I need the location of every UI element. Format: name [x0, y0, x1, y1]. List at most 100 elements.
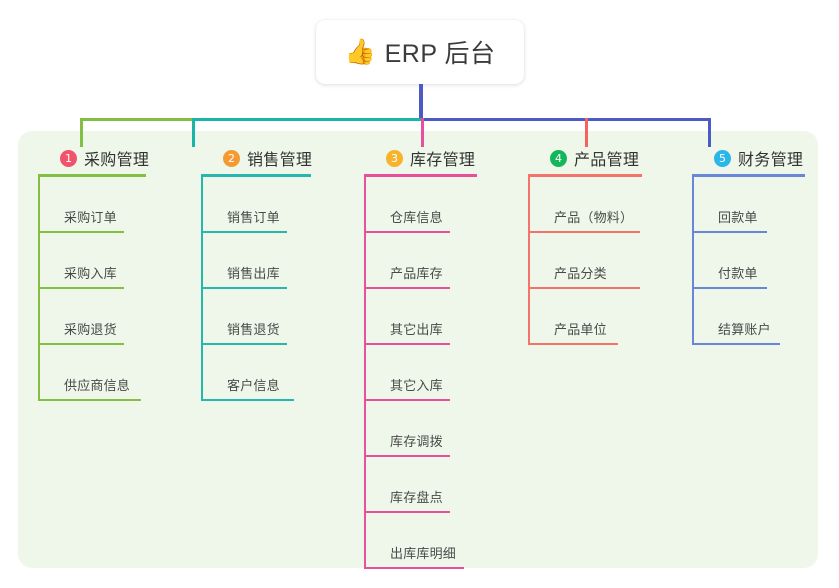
branch-column-product: 4 产品管理产品（物料） 产品分类产品单位 — [528, 146, 642, 345]
leaf-label: 客户信息 — [227, 378, 280, 393]
leaf-underline — [692, 231, 767, 233]
leaf-underline — [364, 343, 450, 345]
drop-product — [585, 118, 588, 147]
leaf-label: 仓库信息 — [390, 210, 443, 225]
leaf-item[interactable]: 结算账户 — [692, 289, 810, 345]
branch-label: 库存管理 — [410, 152, 476, 169]
leaf-item[interactable]: 回款单 — [692, 177, 797, 233]
leaf-underline — [201, 231, 287, 233]
leaf-item[interactable]: 其它入库 — [364, 345, 480, 401]
branch-underline — [692, 174, 805, 177]
leaf-item[interactable]: 产品（物料） — [528, 177, 670, 233]
leaf-item[interactable]: 库存调拨 — [364, 401, 480, 457]
branch-header-sales[interactable]: 2 销售管理 — [201, 146, 312, 170]
root-stem — [419, 84, 423, 121]
leaf-underline — [364, 231, 450, 233]
branch-spine — [528, 177, 530, 345]
leaf-label: 产品（物料） — [554, 210, 634, 225]
leaf-label: 其它入库 — [390, 378, 443, 393]
leaf-item[interactable]: 库存盘点 — [364, 457, 480, 513]
thumbs-up-icon: 👍 — [344, 37, 376, 66]
leaf-item[interactable]: 采购退货 — [38, 289, 154, 345]
leaf-label: 采购入库 — [64, 266, 117, 281]
leaf-item[interactable]: 付款单 — [692, 233, 797, 289]
bus-blue — [421, 118, 710, 121]
leaf-underline — [201, 287, 287, 289]
drop-purchase — [80, 118, 83, 147]
bus-teal — [192, 118, 421, 121]
branch-header-inventory[interactable]: 3 库存管理 — [364, 146, 475, 170]
leaf-label: 产品库存 — [390, 266, 443, 281]
leaf-item[interactable]: 产品单位 — [528, 289, 648, 345]
branch-column-inventory: 3 库存管理仓库信息产品库存其它出库其它入库库存调拨库存盘点出库库明细 — [364, 146, 477, 569]
bus-green — [80, 118, 192, 121]
leaf-underline — [38, 287, 124, 289]
leaf-label: 回款单 — [718, 210, 758, 225]
branch-underline — [201, 174, 311, 177]
leaf-label: 产品分类 — [554, 266, 607, 281]
leaf-label: 产品单位 — [554, 322, 607, 337]
root-title: ERP 后台 — [384, 40, 496, 68]
leaf-label: 库存调拨 — [390, 434, 443, 449]
leaf-underline — [38, 231, 124, 233]
leaf-item[interactable]: 采购入库 — [38, 233, 154, 289]
root-node[interactable]: 👍 ERP 后台 — [316, 20, 524, 84]
branch-spine — [364, 177, 366, 569]
leaf-label: 出库库明细 — [390, 546, 457, 561]
branch-header-finance[interactable]: 5 财务管理 — [692, 146, 803, 170]
leaf-underline — [528, 231, 640, 233]
leaf-item[interactable]: 其它出库 — [364, 289, 480, 345]
leaf-label: 供应商信息 — [64, 378, 131, 393]
leaf-underline — [364, 455, 450, 457]
leaf-item[interactable]: 销售退货 — [201, 289, 317, 345]
leaf-underline — [201, 399, 294, 401]
branch-underline — [38, 174, 146, 177]
leaf-label: 销售出库 — [227, 266, 280, 281]
leaf-item[interactable]: 出库库明细 — [364, 513, 494, 569]
leaf-underline — [38, 399, 141, 401]
diagram-panel — [18, 131, 818, 568]
leaf-item[interactable]: 产品分类 — [528, 233, 670, 289]
leaf-underline — [364, 399, 450, 401]
branch-spine — [38, 177, 40, 401]
leaf-item[interactable]: 供应商信息 — [38, 345, 171, 401]
leaf-underline — [38, 343, 124, 345]
branch-number-badge: 1 — [60, 149, 77, 167]
branch-header-purchase[interactable]: 1 采购管理 — [38, 146, 149, 170]
drop-inventory — [421, 118, 424, 147]
branch-number-badge: 2 — [223, 149, 240, 167]
branch-number-badge: 3 — [386, 149, 403, 167]
branch-column-sales: 2 销售管理销售订单销售出库销售退货客户信息 — [201, 146, 312, 401]
leaf-item[interactable]: 销售订单 — [201, 177, 317, 233]
leaf-underline — [528, 343, 618, 345]
branch-number-badge: 4 — [550, 149, 567, 167]
leaf-underline — [364, 567, 464, 569]
leaf-item[interactable]: 采购订单 — [38, 177, 154, 233]
branch-spine — [692, 177, 694, 345]
leaf-underline — [692, 343, 780, 345]
drop-finance — [708, 118, 711, 147]
leaf-label: 库存盘点 — [390, 490, 443, 505]
leaf-label: 销售退货 — [227, 322, 280, 337]
leaf-label: 销售订单 — [227, 210, 280, 225]
branch-label: 采购管理 — [84, 152, 150, 169]
leaf-item[interactable]: 产品库存 — [364, 233, 480, 289]
branch-number-badge: 5 — [714, 149, 731, 167]
leaf-item[interactable]: 销售出库 — [201, 233, 317, 289]
leaf-underline — [364, 511, 450, 513]
branch-header-product[interactable]: 4 产品管理 — [528, 146, 639, 170]
leaf-underline — [201, 343, 287, 345]
leaf-underline — [528, 287, 640, 289]
drop-sales — [192, 118, 195, 147]
branch-label: 产品管理 — [574, 152, 640, 169]
branch-spine — [201, 177, 203, 401]
leaf-label: 付款单 — [718, 266, 758, 281]
leaf-label: 采购订单 — [64, 210, 117, 225]
leaf-item[interactable]: 仓库信息 — [364, 177, 480, 233]
leaf-item[interactable]: 客户信息 — [201, 345, 324, 401]
leaf-label: 其它出库 — [390, 322, 443, 337]
leaf-underline — [364, 287, 450, 289]
branch-label: 财务管理 — [738, 152, 804, 169]
branch-label: 销售管理 — [247, 152, 313, 169]
